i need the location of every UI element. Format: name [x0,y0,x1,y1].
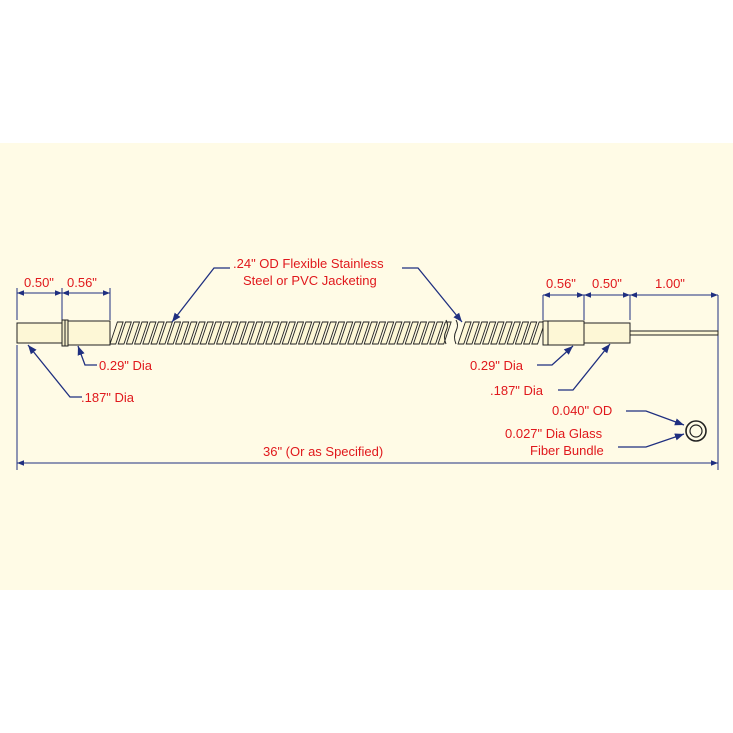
right-dim-2-label: 0.50" [592,276,622,291]
coil-turn [506,321,521,345]
coil-turn [117,321,132,345]
coil-turn [150,321,165,345]
coil-turn [347,321,362,345]
coil-turn [355,321,370,345]
jacket-label-line1: .24" OD Flexible Stainless [233,256,384,271]
coil-turn [429,321,444,345]
coil-turn [207,321,223,345]
coil-turn [437,321,452,345]
fiber-cross-section [685,420,707,442]
coil-turn [306,321,321,345]
coil-turn [199,321,214,345]
coil-turn [273,321,288,345]
coil-turn [166,321,182,345]
coil-turn [396,321,411,345]
coil-turn [363,321,378,345]
right-dim-3-label: 1.00" [655,276,685,291]
coil-turn [338,321,354,345]
coil-turn [490,321,505,345]
leader-lines [27,267,685,448]
coil-turn [256,321,272,345]
overall-length-label: 36" (Or as Specified) [263,444,383,459]
coil-turn [522,321,538,345]
right-029-dia-label: 0.29" Dia [470,358,524,373]
coil-turn [232,321,247,345]
coil-turn [514,321,530,345]
left-187-dia-label: .187" Dia [81,390,135,405]
flexible-jacket [109,319,546,345]
coil-turn [412,321,428,345]
coil-turn [388,321,403,345]
coil-turn [142,321,157,345]
coil-turn [473,321,489,345]
fiber-label-line2: Fiber Bundle [530,443,604,458]
coil-turn [481,321,497,345]
coil-turn [240,321,255,345]
drawing-canvas [0,143,733,590]
coil-turn [289,321,305,345]
coil-turn [265,321,280,345]
coil-turn [248,321,264,345]
coil-turn [109,321,124,345]
coil-turn [191,321,206,345]
jacket-label-line2: Steel or PVC Jacketing [243,273,377,288]
coil-turn [314,321,329,345]
extension-lines [16,288,719,470]
left-029-dia-label: 0.29" Dia [99,358,153,373]
coil-turn [420,321,436,345]
coil-turn [498,321,513,345]
coil-turn [133,321,149,345]
coil-turn [379,321,395,345]
left-dim-1-label: 0.50" [24,275,54,290]
break-mark [444,319,448,345]
break-mark [454,319,458,345]
fiber-label-line1: 0.027" Dia Glass [505,426,603,441]
coil-turn [125,321,141,345]
coil-turn [174,321,190,345]
right-ferrule [542,320,719,346]
coil-turn [281,321,296,345]
coil-turn [183,321,198,345]
coil-turn [404,321,419,345]
left-dim-2-label: 0.56" [67,275,97,290]
right-dim-1-label: 0.56" [546,276,576,291]
od-label: 0.040" OD [552,403,612,418]
coil-turn [215,321,231,345]
coil-turn [371,321,387,345]
coil-turn [224,321,239,345]
coil-turn [457,321,472,345]
coil-turn [330,321,346,345]
coil-turn [465,321,480,345]
coil-turn [322,321,337,345]
right-187-dia-label: .187" Dia [490,383,544,398]
left-ferrule [16,319,111,347]
coil-turn [297,321,313,345]
